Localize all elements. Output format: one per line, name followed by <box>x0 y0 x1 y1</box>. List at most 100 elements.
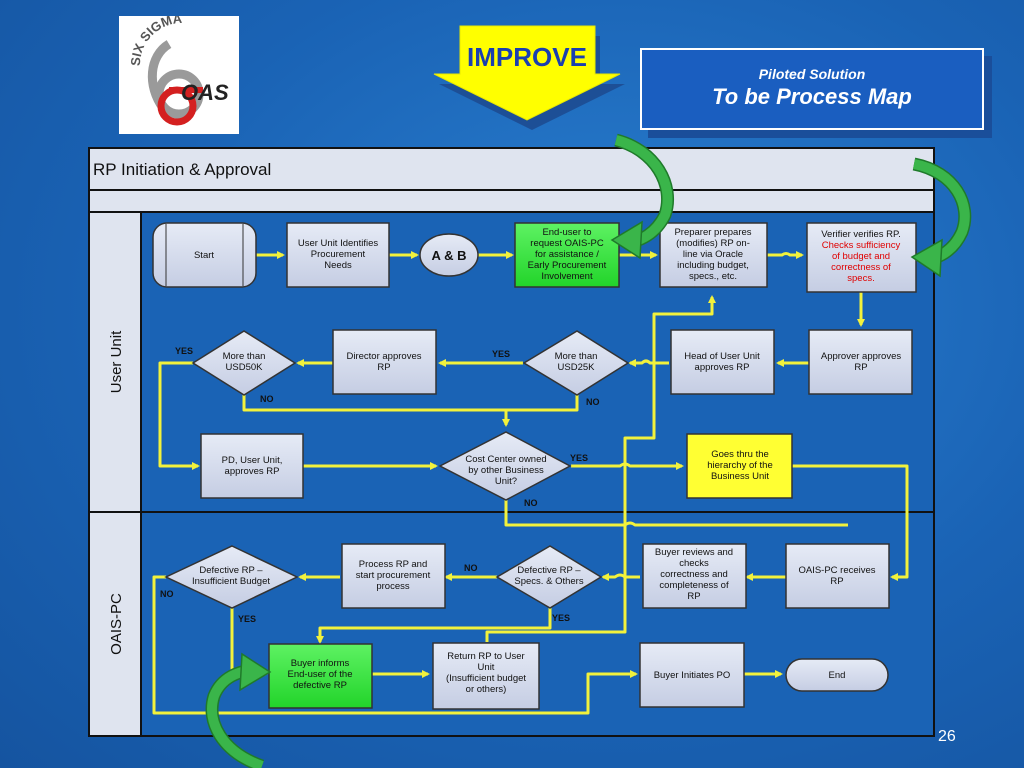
node-hierarchy: Goes thru the hierarchy of the Business … <box>686 433 793 499</box>
svg-text:Verifier verifies RP.: Verifier verifies RP. <box>821 229 901 240</box>
lane-user-unit <box>88 211 142 513</box>
svg-text:Unit?: Unit? <box>495 476 517 487</box>
svg-text:request OAIS-PC: request OAIS-PC <box>530 238 604 249</box>
svg-text:Specs. & Others: Specs. & Others <box>514 576 583 587</box>
node-buyer-informs: Buyer informs End-user of the defective … <box>268 643 373 709</box>
svg-text:completeness of: completeness of <box>659 580 729 591</box>
callout-subtitle: Piloted Solution <box>758 66 866 82</box>
edge-label-no-25k: NO <box>586 397 600 407</box>
logo-brand: OAS <box>181 80 229 105</box>
svg-text:End-user of the: End-user of the <box>288 669 353 680</box>
svg-text:Defective RP –: Defective RP – <box>517 565 581 576</box>
curved-arrow-verifier <box>910 157 972 278</box>
curved-arrow-buyer-informs <box>205 652 272 768</box>
decision-more-50k: More than USD50K <box>191 330 297 396</box>
svg-text:Business Unit: Business Unit <box>711 471 769 482</box>
node-buyer-initiates-po: Buyer Initiates PO <box>639 642 745 708</box>
node-identifies-needs: User Unit Identifies Procurement Needs <box>286 222 390 288</box>
svg-text:by other Business: by other Business <box>468 465 544 476</box>
svg-text:Early Procurement: Early Procurement <box>528 260 607 271</box>
node-return-rp: Return RP to User Unit (Insufficient bud… <box>432 642 540 710</box>
improve-banner: IMPROVE <box>433 25 625 130</box>
svg-text:Needs: Needs <box>324 260 352 271</box>
svg-text:Insufficient Budget: Insufficient Budget <box>192 576 270 587</box>
edge-label-yes-50k: YES <box>175 346 193 356</box>
svg-text:USD50K: USD50K <box>226 362 264 373</box>
svg-text:specs., etc.: specs., etc. <box>689 271 737 282</box>
svg-text:Cost Center owned: Cost Center owned <box>465 454 546 465</box>
svg-text:including budget,: including budget, <box>677 260 749 271</box>
svg-text:Unit: Unit <box>478 662 495 673</box>
svg-text:Involvement: Involvement <box>541 271 593 282</box>
curved-arrow-enduser <box>610 133 675 260</box>
svg-text:(Insufficient budget: (Insufficient budget <box>446 673 526 684</box>
svg-text:Process RP and: Process RP and <box>359 559 427 570</box>
svg-text:Buyer informs: Buyer informs <box>291 658 350 669</box>
svg-text:More than: More than <box>555 351 598 362</box>
svg-text:Head of User Unit: Head of User Unit <box>684 351 760 362</box>
svg-text:Buyer Initiates PO: Buyer Initiates PO <box>654 670 731 681</box>
svg-text:RP: RP <box>687 591 700 602</box>
node-buyer-reviews: Buyer reviews and checks correctness and… <box>642 543 747 609</box>
ab-label: A & B <box>432 248 467 263</box>
edge-label-no-specs: NO <box>464 563 478 573</box>
lane-label-oais-pc: OAIS-PC <box>108 593 125 655</box>
edge-label-yes-25k: YES <box>492 349 510 359</box>
svg-text:hierarchy of the: hierarchy of the <box>707 460 772 471</box>
svg-text:Procurement: Procurement <box>311 249 366 260</box>
svg-text:Goes thru the: Goes thru the <box>711 449 769 460</box>
svg-text:Buyer reviews and: Buyer reviews and <box>655 547 733 558</box>
svg-text:specs.: specs. <box>847 273 874 284</box>
improve-label: IMPROVE <box>467 42 587 72</box>
svg-text:RP: RP <box>854 362 867 373</box>
node-preparer: Preparer prepares (modifies) RP on- line… <box>659 222 768 288</box>
decision-defective-budget: Defective RP – Insufficient Budget <box>164 545 299 609</box>
node-approver: Approver approves RP <box>808 329 913 395</box>
svg-text:approves RP: approves RP <box>695 362 750 373</box>
edge-label-yes-specs: YES <box>552 613 570 623</box>
node-oais-receives: OAIS-PC receives RP <box>785 543 890 609</box>
svg-text:Approver approves: Approver approves <box>821 351 902 362</box>
node-pd-approves: PD, User Unit, approves RP <box>200 433 304 499</box>
svg-text:End: End <box>829 670 846 681</box>
start-label: Start <box>194 250 214 261</box>
svg-text:OAIS-PC receives: OAIS-PC receives <box>798 565 875 576</box>
svg-text:correctness and: correctness and <box>660 569 728 580</box>
svg-text:correctness of: correctness of <box>831 262 891 273</box>
svg-text:Preparer prepares: Preparer prepares <box>674 227 751 238</box>
svg-text:approves RP: approves RP <box>225 466 280 477</box>
svg-text:PD, User Unit,: PD, User Unit, <box>222 455 283 466</box>
lane-oais-pc <box>88 511 142 737</box>
slide-number: 26 <box>938 728 956 745</box>
svg-text:defective RP: defective RP <box>293 680 347 691</box>
svg-text:process: process <box>376 581 410 592</box>
svg-text:RP: RP <box>830 576 843 587</box>
node-head-approves: Head of User Unit approves RP <box>670 329 775 395</box>
diagram-title: RP Initiation & Approval <box>93 160 271 179</box>
svg-text:or others): or others) <box>466 684 507 695</box>
svg-text:of budget and: of budget and <box>832 251 890 262</box>
edge-label-no-costcenter: NO <box>524 498 538 508</box>
svg-text:checks: checks <box>679 558 709 569</box>
six-sigma-oas-logo: SIX SIGMA OAS <box>119 11 239 134</box>
svg-text:for assistance /: for assistance / <box>535 249 599 260</box>
decision-defective-specs: Defective RP – Specs. & Others <box>495 545 603 609</box>
svg-text:start procurement: start procurement <box>356 570 431 581</box>
svg-text:RP: RP <box>377 362 390 373</box>
node-start: Start <box>152 222 257 288</box>
node-enduser-request: End-user to request OAIS-PC for assistan… <box>514 222 620 288</box>
svg-text:Checks sufficiency: Checks sufficiency <box>822 240 901 251</box>
decision-cost-center: Cost Center owned by other Business Unit… <box>438 431 572 501</box>
six-sigma-logo-graphic: SIX SIGMA OAS <box>128 11 229 126</box>
lane-label-user-unit: User Unit <box>108 330 125 393</box>
node-director: Director approves RP <box>332 329 437 395</box>
node-process-rp: Process RP and start procurement process <box>341 543 446 609</box>
svg-text:Defective RP –: Defective RP – <box>199 565 263 576</box>
svg-text:End-user to: End-user to <box>542 227 591 238</box>
edge-label-yes-budget: YES <box>238 614 256 624</box>
edge-label-no-budget: NO <box>160 589 174 599</box>
edge-label-yes-costcenter: YES <box>570 453 588 463</box>
callout-title: To be Process Map <box>712 84 912 109</box>
solution-callout: Piloted Solution To be Process Map <box>640 48 984 130</box>
node-verifier: Verifier verifies RP. Checks sufficiency… <box>806 222 917 293</box>
